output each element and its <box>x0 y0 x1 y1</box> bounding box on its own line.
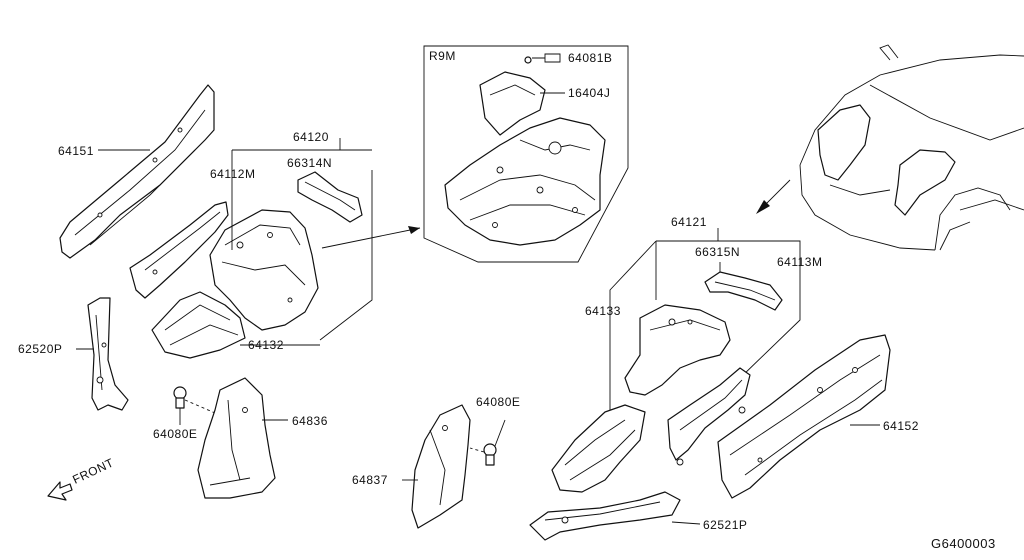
part-16404J[interactable] <box>479 71 546 136</box>
part-64151[interactable] <box>59 84 215 259</box>
label-64081B: 64081B <box>568 51 612 65</box>
label-62520P: 62520P <box>18 342 62 356</box>
part-64080E-right[interactable] <box>483 443 497 466</box>
label-64837: 64837 <box>352 473 388 487</box>
label-64080E-left: 64080E <box>153 427 197 441</box>
part-64120[interactable] <box>209 209 319 331</box>
label-64120: 64120 <box>293 130 329 144</box>
arrow-to-r9m <box>408 226 420 234</box>
label-64151: 64151 <box>58 144 94 158</box>
part-64836[interactable] <box>197 377 276 499</box>
arrow-view-direction <box>756 200 770 214</box>
part-66315N[interactable] <box>704 271 783 311</box>
label-66314N: 66314N <box>287 156 332 170</box>
vehicle-outline <box>799 44 1024 251</box>
bracket-64121 <box>609 228 801 410</box>
part-64133[interactable] <box>551 404 646 493</box>
r9m-frame <box>423 45 629 263</box>
part-64121[interactable] <box>624 304 731 396</box>
label-64121: 64121 <box>671 215 707 229</box>
front-indicator: FRONT <box>47 455 116 501</box>
front-label: FRONT <box>70 455 116 486</box>
part-64132[interactable] <box>151 291 246 359</box>
label-r9m: R9M <box>429 49 456 63</box>
bracket-64120 <box>231 149 373 341</box>
part-64113M[interactable] <box>667 367 751 466</box>
part-r9m-wheelhouse-assembly[interactable] <box>444 117 606 246</box>
part-66314N[interactable] <box>297 171 363 223</box>
label-66315N: 66315N <box>695 245 740 259</box>
label-64080E-right: 64080E <box>476 395 520 409</box>
label-64152: 64152 <box>883 419 919 433</box>
part-64080E-left[interactable] <box>173 386 187 409</box>
part-64081B[interactable] <box>524 56 532 64</box>
label-64133: 64133 <box>585 304 621 318</box>
label-62521P: 62521P <box>703 518 747 532</box>
label-16404J: 16404J <box>568 86 610 100</box>
label-64112M: 64112M <box>210 167 255 181</box>
part-64837[interactable] <box>411 404 471 529</box>
r9m-inset: R9M <box>423 45 629 263</box>
part-62520P[interactable] <box>87 297 129 411</box>
diagram-code: G6400003 <box>931 536 996 551</box>
label-64836: 64836 <box>292 414 328 428</box>
label-64132: 64132 <box>248 338 284 352</box>
part-62521P[interactable] <box>529 491 681 541</box>
part-64152[interactable] <box>717 334 891 499</box>
part-64112M[interactable] <box>129 201 229 299</box>
label-64113M: 64113M <box>777 255 822 269</box>
